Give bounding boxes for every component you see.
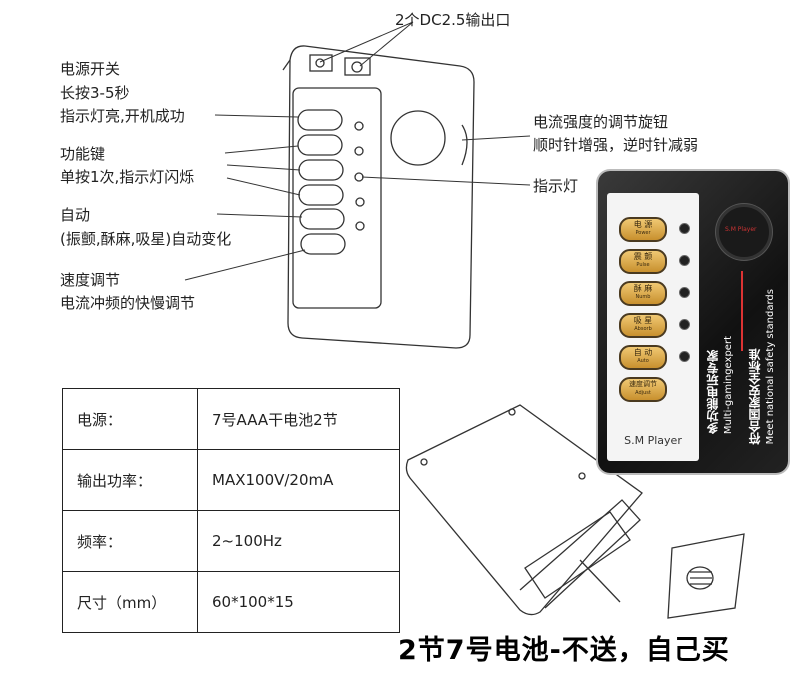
red-stripe	[741, 271, 743, 351]
function-label-2: 单按1次,指示灯闪烁	[60, 168, 195, 186]
speed-label-1: 速度调节	[60, 271, 121, 289]
device-panel	[292, 87, 382, 309]
spec-value: 2~100Hz	[197, 510, 400, 572]
auto-label-1: 自动	[60, 206, 91, 224]
table-row: 尺寸（mm）60*100*15	[62, 571, 400, 633]
spec-table: 电源：7号AAA干电池2节 输出功率：MAX100V/20mA 频率：2~100…	[62, 388, 400, 633]
spec-key: 频率：	[62, 510, 198, 572]
led-indicator	[679, 319, 690, 330]
power-label-3: 指示灯亮,开机成功	[60, 107, 185, 125]
drawn-knob	[390, 110, 446, 166]
battery-cover	[667, 533, 745, 619]
table-row: 频率：2~100Hz	[62, 510, 400, 572]
spec-key: 输出功率：	[62, 449, 198, 511]
table-row: 输出功率：MAX100V/20mA	[62, 449, 400, 511]
device-outline	[287, 45, 475, 349]
auto-label-2: (振颤,酥麻,吸星)自动变化	[60, 230, 232, 248]
jack-left	[309, 54, 333, 72]
drawn-leds	[354, 121, 365, 231]
speed-label-2: 电流冲频的快慢调节	[60, 294, 196, 312]
led-indicator	[679, 351, 690, 362]
led-indicator	[679, 255, 690, 266]
spec-value: MAX100V/20mA	[197, 449, 400, 511]
knob-label-1: 电流强度的调节旋钮	[533, 113, 669, 131]
battery-compartment-drawing	[405, 404, 745, 619]
spec-key: 电源：	[62, 388, 198, 450]
photo-knob: S.M Player	[716, 204, 772, 260]
jack-right	[344, 57, 371, 76]
power-label-2: 长按3-5秒	[60, 84, 130, 102]
battery-caption: 2节7号电池-不送，自己买	[398, 635, 730, 666]
led-indicator	[679, 223, 690, 234]
knob-label-2: 顺时针增强，逆时针减弱	[533, 136, 699, 154]
led-indicator	[679, 287, 690, 298]
dc-output-label: 2个DC2.5输出口	[395, 11, 511, 29]
spec-value: 7号AAA干电池2节	[197, 388, 400, 450]
power-label-1: 电源开关	[60, 60, 121, 78]
function-label-1: 功能键	[60, 145, 106, 163]
spec-key: 尺寸（mm）	[62, 571, 198, 633]
spec-value: 60*100*15	[197, 571, 400, 633]
drawn-buttons	[297, 109, 346, 255]
indicator-label: 指示灯	[533, 177, 579, 195]
brand-label: S.M Player	[624, 434, 682, 447]
table-row: 电源：7号AAA干电池2节	[62, 388, 400, 450]
